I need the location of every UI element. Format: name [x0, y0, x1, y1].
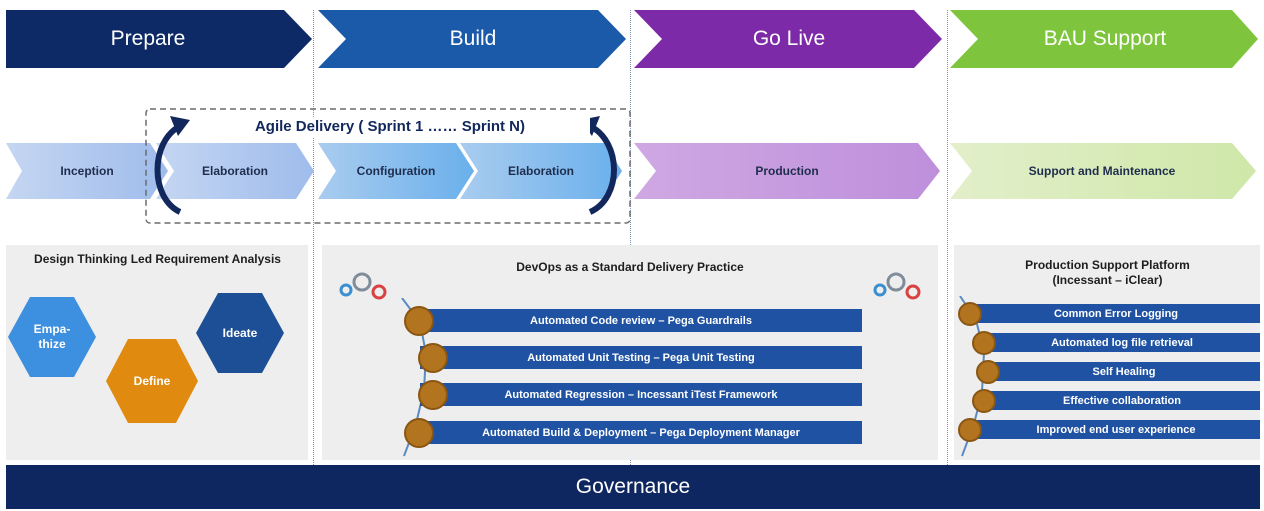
phase-build-chevron	[318, 10, 626, 68]
phase-golive-chevron	[634, 10, 942, 68]
cycle-arrow-left-icon	[154, 123, 182, 215]
phase-golive-label: Go Live	[752, 27, 826, 50]
gears-icon-right	[873, 272, 921, 300]
step-production-label: Production	[755, 164, 819, 178]
agile-dashed-box	[145, 108, 631, 224]
devops-bullet-4	[404, 418, 434, 448]
support-bullet-4	[972, 389, 996, 413]
hexagon-ideate-icon	[196, 293, 284, 373]
support-bullet-2	[972, 331, 996, 355]
support-item-user-experience: Improved end user experience	[972, 420, 1260, 439]
step-configuration-label: Configuration	[356, 164, 436, 178]
step-elaboration2-chevron	[460, 143, 622, 199]
devops-bullet-1	[404, 306, 434, 336]
phase-bau-chevron	[950, 10, 1258, 68]
step-elaboration2-label: Elaboration	[507, 164, 574, 178]
hexagon-empathize-label: Empa- thize	[33, 322, 71, 351]
support-bullet-3	[976, 360, 1000, 384]
step-chevrons	[6, 143, 1256, 199]
separator-golive-bau	[947, 10, 948, 465]
devops-title: DevOps as a Standard Delivery Practice	[516, 260, 744, 274]
step-production-chevron	[634, 143, 940, 199]
phase-prepare-chevron	[6, 10, 312, 68]
step-support-label: Support and Maintenance	[1028, 164, 1176, 178]
hexagon-empathize-icon	[8, 297, 96, 377]
separator-prepare-build	[313, 10, 314, 465]
hexagon-define-wrap	[106, 339, 198, 423]
devops-item-code-review: Automated Code review – Pega Guardrails	[420, 309, 862, 332]
support-item-log-retrieval: Automated log file retrieval	[984, 333, 1260, 352]
step-inception-label: Inception	[60, 164, 114, 178]
step-configuration-chevron	[318, 143, 474, 199]
step-support-chevron	[950, 143, 1256, 199]
phase-build-label: Build	[449, 27, 497, 50]
phase-bau-label: BAU Support	[1043, 27, 1167, 50]
support-item-error-logging: Common Error Logging	[972, 304, 1260, 323]
devops-bullet-3	[418, 380, 448, 410]
cycle-arrow-right-icon	[588, 123, 617, 215]
step-elaboration1-chevron	[156, 143, 314, 199]
governance-bar: Governance	[6, 465, 1260, 509]
support-item-collaboration: Effective collaboration	[984, 391, 1260, 410]
separator-build-golive	[630, 10, 631, 465]
support-item-self-healing: Self Healing	[988, 362, 1260, 381]
devops-item-build-deploy: Automated Build & Deployment – Pega Depl…	[420, 421, 862, 444]
step-inception-chevron	[6, 143, 168, 199]
phase-chevrons	[6, 10, 1258, 68]
devops-bullet-2	[418, 343, 448, 373]
support-bullet-5	[958, 418, 982, 442]
devops-item-unit-testing: Automated Unit Testing – Pega Unit Testi…	[420, 346, 862, 369]
production-support-title: Production Support Platform (Incessant –…	[1025, 258, 1190, 287]
agile-delivery-title: Agile Delivery ( Sprint 1 …… Sprint N)	[190, 118, 590, 138]
hexagon-define-icon	[106, 339, 198, 423]
support-bullet-1	[958, 302, 982, 326]
phase-prepare-label: Prepare	[110, 27, 186, 50]
design-thinking-title: Design Thinking Led Requirement Analysis	[34, 252, 281, 266]
step-elaboration1-label: Elaboration	[201, 164, 268, 178]
gears-icon	[339, 272, 387, 300]
design-thinking-hexagons	[8, 293, 284, 377]
cycle-arrow-left-head-icon	[170, 116, 190, 136]
governance-label: Governance	[575, 475, 691, 498]
hexagon-define-label: Define	[133, 373, 171, 388]
hexagon-ideate-label: Ideate	[222, 325, 258, 340]
devops-item-regression: Automated Regression – Incessant iTest F…	[420, 383, 862, 406]
